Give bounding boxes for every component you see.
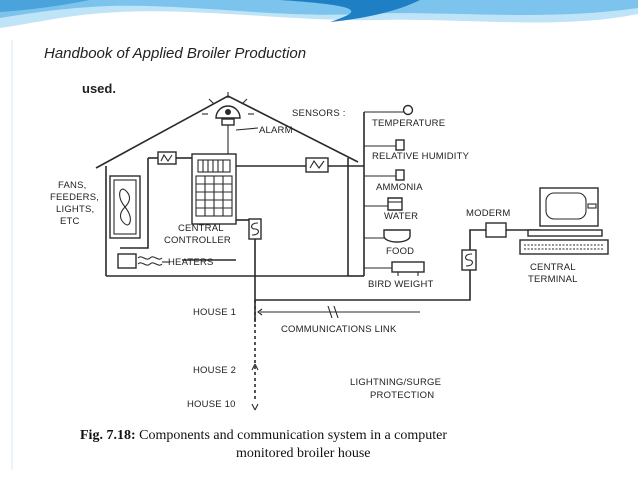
alarm-leader (235, 127, 259, 131)
label-modem: MODERM (466, 208, 510, 219)
figure-number: Fig. 7.18: (80, 428, 136, 443)
label-fans-2: FEEDERS, (50, 192, 99, 203)
label-ammonia: AMMONIA (376, 182, 423, 193)
label-house-2: HOUSE 2 (193, 365, 236, 376)
heater-icon (117, 253, 170, 269)
label-terminal-1: CENTRAL (530, 262, 576, 273)
top-wave-decoration (0, 0, 638, 28)
label-humidity: RELATIVE HUMIDITY (372, 151, 470, 162)
sensor-bus (363, 111, 404, 276)
book-header: Handbook of Applied Broiler Production (44, 45, 306, 62)
label-terminal-2: TERMINAL (528, 274, 578, 285)
label-temperature: TEMPERATURE (372, 118, 445, 129)
label-food: FOOD (386, 246, 414, 257)
ammonia-sensor-icon (395, 169, 405, 181)
house-outline (95, 95, 359, 277)
humidity-sensor-icon (395, 139, 405, 151)
controller-wiring (120, 151, 364, 300)
computer-terminal-icon (519, 187, 609, 255)
water-sensor-icon (387, 197, 403, 211)
caption-text-1: Components and communication system in a… (136, 428, 448, 443)
modem-icon (485, 222, 507, 238)
intro-word: used. (82, 81, 116, 96)
figure-caption-line-1: Fig. 7.18: Components and communication … (80, 428, 447, 443)
fan-icon (109, 175, 141, 239)
label-bird-weight: BIRD WEIGHT (368, 279, 434, 290)
label-fans-4: ETC (60, 216, 80, 227)
label-house-1: HOUSE 1 (193, 307, 236, 318)
central-controller-icon (191, 153, 237, 225)
label-fans-3: LIGHTS, (56, 204, 94, 215)
label-fans-1: FANS, (58, 180, 86, 191)
house-network (251, 300, 420, 411)
temperature-sensor-icon (402, 104, 414, 116)
label-lightning-1: LIGHTNING/SURGE (350, 377, 441, 388)
surge-protector-icon-inner (248, 218, 262, 240)
surge-protector-icon-outer (461, 249, 477, 271)
label-controller-2: CONTROLLER (164, 235, 231, 246)
figure-caption-line-2: monitored broiler house (236, 446, 371, 461)
label-water: WATER (384, 211, 418, 222)
bird-weight-sensor-icon (391, 261, 425, 276)
food-sensor-icon (383, 229, 411, 243)
alarm-beacon-icon (202, 92, 254, 154)
label-sensors: SENSORS : (292, 108, 346, 119)
label-house-10: HOUSE 10 (187, 399, 236, 410)
label-lightning-2: PROTECTION (370, 390, 434, 401)
label-comm-link: COMMUNICATIONS LINK (281, 324, 397, 335)
label-heaters: HEATERS (168, 257, 214, 268)
label-controller-1: CENTRAL (178, 223, 224, 234)
label-alarm: ALARM (259, 125, 293, 136)
